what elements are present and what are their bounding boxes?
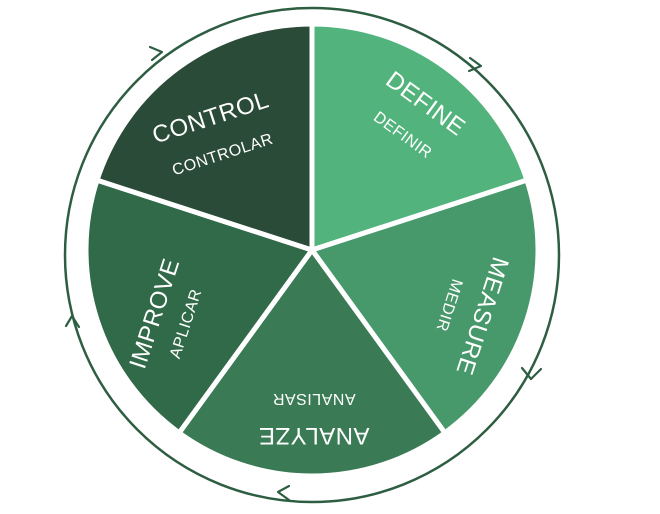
analyze-label: ANALYZE: [258, 422, 369, 449]
segment-improve[interactable]: [83, 177, 315, 436]
segment-control[interactable]: [94, 21, 315, 253]
segment-analyze-labels: ANALYZE ANALISAR: [258, 390, 369, 449]
segments: [83, 21, 541, 479]
segment-analyze[interactable]: [176, 247, 448, 479]
arrow-up-icon: [64, 314, 81, 329]
arrow-left-icon: [276, 484, 291, 502]
segment-define[interactable]: [309, 21, 530, 253]
cycle-arrows: [64, 45, 543, 502]
arrow-down-icon: [520, 366, 543, 381]
segment-measure[interactable]: [309, 177, 541, 436]
analyze-sub-label: ANALISAR: [272, 390, 355, 407]
arrow-right-icon: [467, 56, 483, 73]
cycle-ring: [63, 6, 561, 504]
arrow-right-icon: [148, 45, 164, 62]
